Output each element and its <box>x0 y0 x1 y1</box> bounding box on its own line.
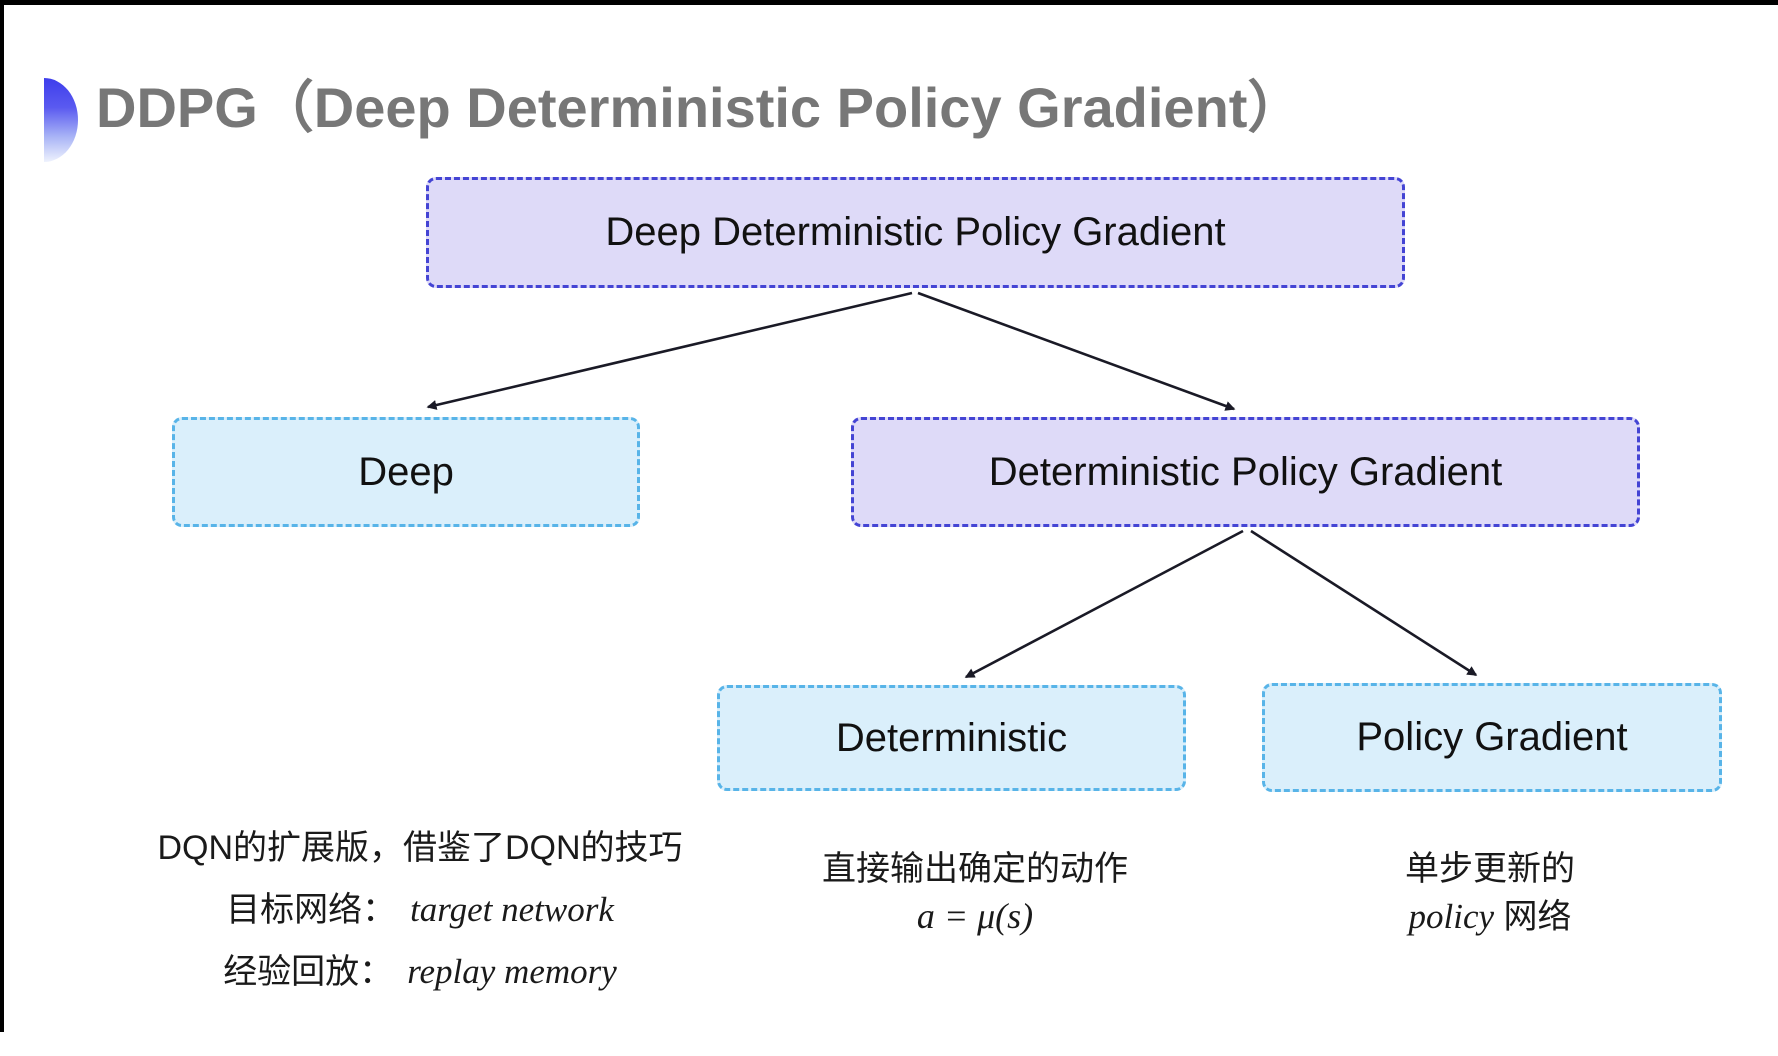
annotation-deep: DQN的扩展版，借鉴了DQN的技巧 目标网络： target network 经验… <box>120 817 720 1003</box>
annotation-line: DQN的扩展版，借鉴了DQN的技巧 <box>157 829 683 867</box>
annotation-label: 经验回放： <box>223 953 394 991</box>
node-label: Deep <box>358 449 454 494</box>
node-label: Deterministic Policy Gradient <box>988 449 1503 494</box>
annotation-term: replay memory <box>407 952 617 991</box>
left-border-line <box>0 0 4 1032</box>
arrow-root-to-dpg <box>917 291 1236 411</box>
annotation-policy-gradient: 单步更新的 policy 网络 <box>1280 846 1700 941</box>
node-deep: Deep <box>172 417 640 527</box>
annotation-line: 目标网络： target network <box>120 879 720 941</box>
arrow-dpg-to-deterministic <box>964 529 1244 679</box>
node-deterministic: Deterministic <box>717 685 1186 791</box>
node-label: Deterministic <box>835 715 1068 760</box>
node-deep-deterministic-policy-gradient: Deep Deterministic Policy Gradient <box>426 177 1405 288</box>
annotation-line: a = μ(s) <box>765 893 1185 941</box>
node-label: Deep Deterministic Policy Gradient <box>605 210 1226 254</box>
annotation-line: 单步更新的 <box>1405 850 1575 888</box>
formula: a = μ(s) <box>916 896 1034 936</box>
top-border-line <box>0 0 1778 5</box>
annotation-term: target network <box>410 890 614 929</box>
annotation-line: 经验回放： replay memory <box>120 941 720 1003</box>
node-deterministic-policy-gradient: Deterministic Policy Gradient <box>851 417 1640 527</box>
annotation-term: policy <box>1408 897 1495 936</box>
page-title: DDPG（Deep Deterministic Policy Gradient） <box>96 76 1304 139</box>
annotation-label: 目标网络： <box>226 891 397 929</box>
arrow-root-to-deep <box>426 291 913 410</box>
arrow-dpg-to-policy-gradient <box>1250 529 1478 677</box>
annotation-line: policy 网络 <box>1408 897 1572 936</box>
node-policy-gradient: Policy Gradient <box>1262 683 1722 792</box>
title-bullet-icon <box>44 78 78 162</box>
node-label: Policy Gradient <box>1356 715 1628 759</box>
annotation-line: 直接输出确定的动作 <box>822 850 1128 888</box>
annotation-deterministic: 直接输出确定的动作 a = μ(s) <box>765 846 1185 941</box>
